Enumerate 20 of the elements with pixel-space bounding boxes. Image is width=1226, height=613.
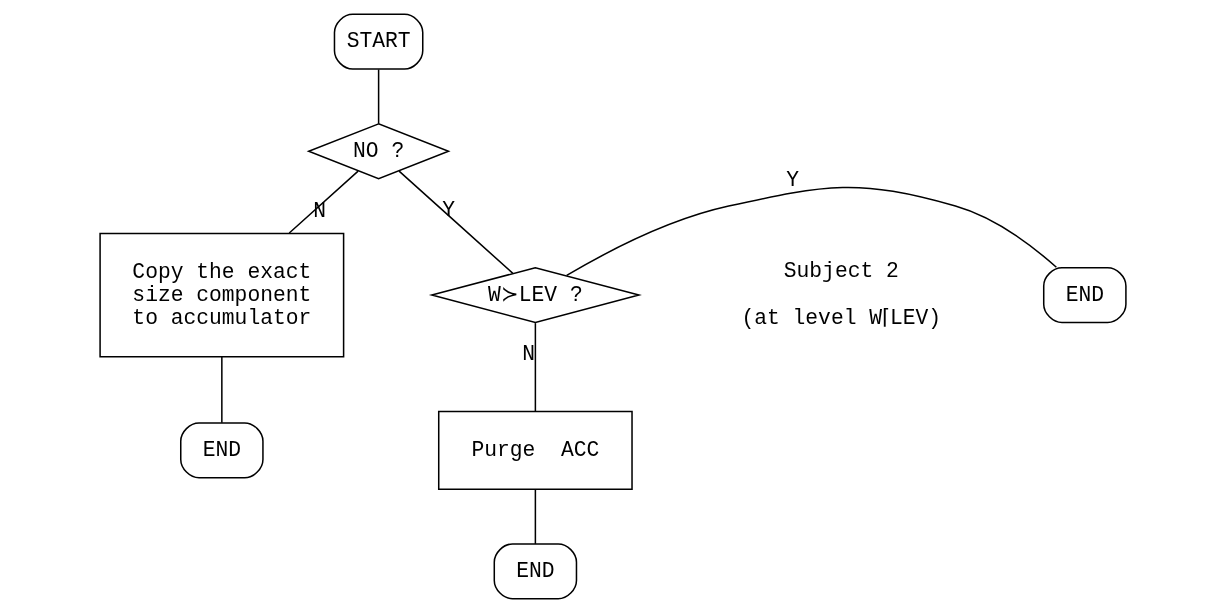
connector — [221, 356, 223, 424]
connector — [398, 170, 514, 275]
node-box: Purge ACC — [437, 410, 633, 490]
node-box: Copy the exact size component to accumulator — [99, 232, 345, 358]
connector — [534, 488, 537, 545]
label: Subject 2 — [783, 259, 899, 284]
connector — [377, 68, 380, 125]
connector — [534, 322, 537, 412]
node-box: END — [180, 422, 264, 479]
node-diamond: NO ? — [306, 123, 451, 180]
node-box: START — [333, 13, 424, 70]
node-box: END — [493, 543, 578, 600]
node-box: END — [1042, 266, 1127, 324]
edge-label: Y — [442, 198, 456, 223]
label: (at level W⌈LEV) — [741, 306, 942, 331]
edge-label: Y — [786, 168, 800, 192]
node-diamond: W≻LEV ? — [428, 266, 642, 324]
connector — [565, 186, 1058, 277]
connector — [288, 170, 359, 234]
edge-label: N — [522, 342, 535, 367]
